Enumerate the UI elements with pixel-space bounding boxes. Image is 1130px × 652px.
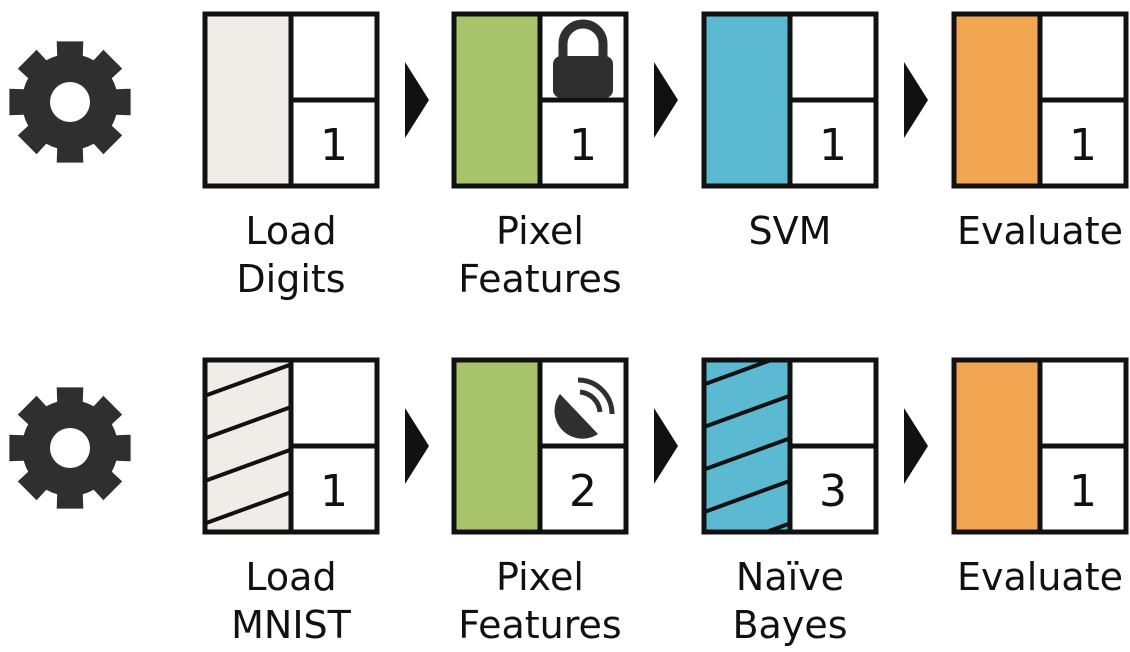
pipeline-stage[interactable]: 1 bbox=[701, 11, 879, 189]
flow-arrow-icon bbox=[654, 62, 678, 138]
flow-arrow-icon bbox=[654, 408, 678, 484]
stage-label: Pixel bbox=[496, 209, 584, 253]
stage-label: Load bbox=[245, 555, 336, 599]
flow-arrow-icon bbox=[904, 408, 928, 484]
pipeline-stage[interactable]: 1 bbox=[202, 11, 380, 189]
stage-label: SVM bbox=[749, 209, 832, 253]
stage-color-panel bbox=[954, 360, 1040, 532]
lock-icon bbox=[553, 19, 613, 98]
pipeline-stage[interactable]: 3 bbox=[701, 357, 879, 535]
gear-icon bbox=[9, 387, 131, 509]
hatch-pattern bbox=[205, 360, 291, 532]
stage-color-panel bbox=[205, 14, 291, 186]
satellite-dish-icon bbox=[554, 377, 615, 439]
stage-label: Evaluate bbox=[957, 555, 1123, 599]
stage-number: 1 bbox=[1069, 466, 1097, 517]
hatch-pattern bbox=[704, 360, 790, 532]
stage-label: Evaluate bbox=[957, 209, 1123, 253]
stage-color-panel bbox=[954, 14, 1040, 186]
flow-arrow-icon bbox=[405, 408, 429, 484]
stage-label: MNIST bbox=[231, 603, 352, 647]
stage-number: 1 bbox=[320, 120, 348, 171]
stage-number: 1 bbox=[569, 120, 597, 171]
stage-number: 1 bbox=[320, 466, 348, 517]
stage-number: 3 bbox=[819, 466, 847, 517]
stage-label: Digits bbox=[236, 257, 345, 301]
stage-label: Bayes bbox=[732, 603, 847, 647]
stage-label: Features bbox=[458, 603, 621, 647]
stage-color-panel bbox=[454, 14, 540, 186]
flow-arrow-icon bbox=[405, 62, 429, 138]
pipeline-stage[interactable]: 1 bbox=[451, 11, 629, 189]
flow-arrow-icon bbox=[904, 62, 928, 138]
stage-color-panel bbox=[704, 14, 790, 186]
stage-label: Pixel bbox=[496, 555, 584, 599]
stage-label: Naïve bbox=[736, 555, 844, 599]
stage-color-panel bbox=[454, 360, 540, 532]
pipeline-stage[interactable]: 1 bbox=[951, 11, 1129, 189]
stage-label: Features bbox=[458, 257, 621, 301]
stage-label: Load bbox=[245, 209, 336, 253]
stage-number: 1 bbox=[1069, 120, 1097, 171]
pipeline-stage[interactable]: 2 bbox=[451, 357, 629, 535]
pipeline-stage[interactable]: 1 bbox=[951, 357, 1129, 535]
stage-number: 2 bbox=[569, 466, 597, 517]
gear-icon bbox=[9, 41, 131, 163]
stage-number: 1 bbox=[819, 120, 847, 171]
pipeline-stage[interactable]: 1 bbox=[202, 357, 380, 535]
